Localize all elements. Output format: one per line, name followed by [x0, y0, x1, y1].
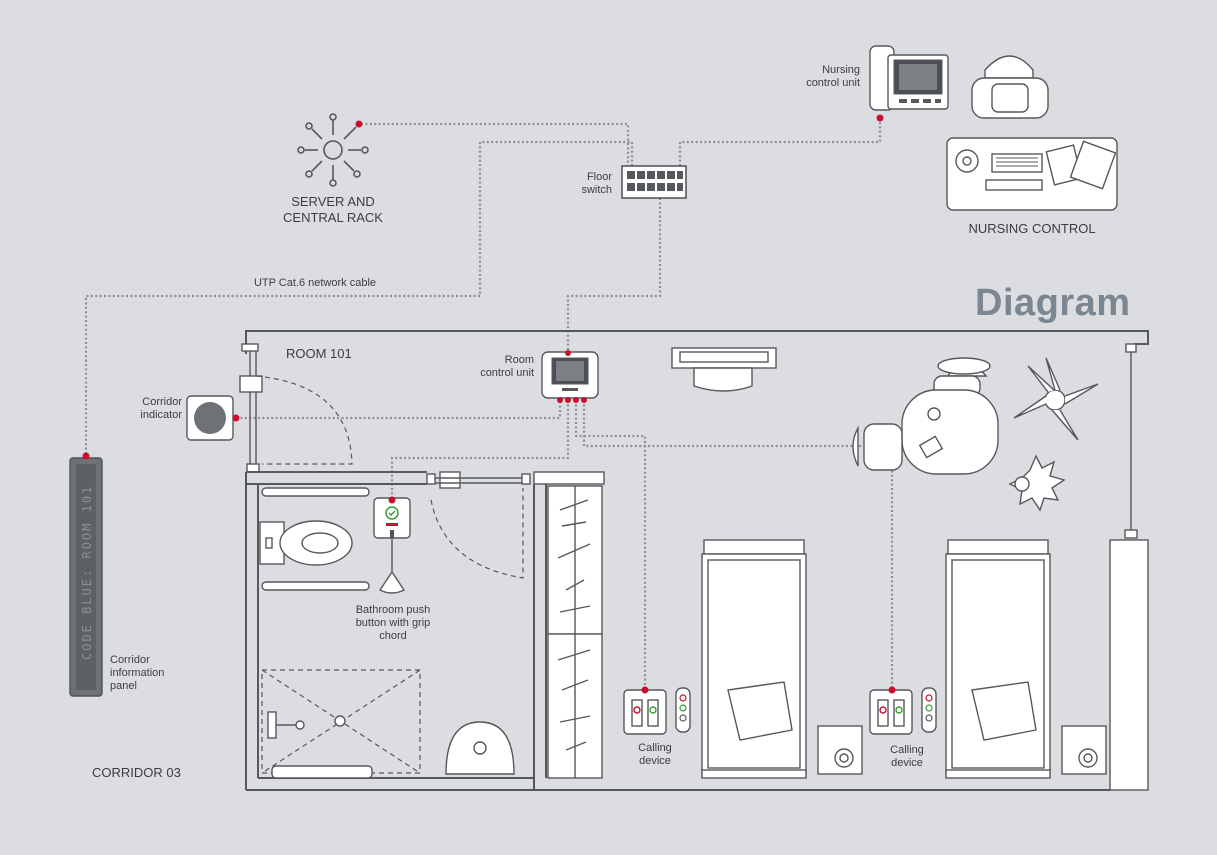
calling-device-1-icon: [623, 687, 691, 735]
corridor-information-panel-icon: [69, 457, 103, 697]
room-unit-connector-dots: [557, 350, 587, 403]
room-walls: [241, 330, 1149, 791]
corridor-panel-display-text: CODE BLUE: ROOM 101: [80, 484, 94, 660]
tv-unit-icon: [671, 347, 777, 392]
corridor-information-panel-label: Corridor information panel: [110, 654, 165, 692]
room-control-unit-icon: [541, 351, 599, 399]
bathroom-fixtures: [259, 487, 515, 779]
nursing-control-label: NURSING CONTROL: [968, 221, 1096, 236]
indicator-connector-dot: [232, 414, 240, 422]
calling-device-2-dot: [888, 686, 896, 694]
nursing-chair-icon: [971, 55, 1049, 119]
bedside-table-2-icon: [1061, 725, 1107, 775]
nursing-unit-connector-dot: [876, 114, 884, 122]
table-chairs-icon: [852, 357, 999, 475]
room-door: [239, 375, 353, 465]
panel-connector-dot: [82, 452, 90, 460]
network-cables: [84, 118, 894, 688]
bathroom-door: [426, 471, 531, 579]
calling-device-2-icon: [869, 687, 937, 735]
nursing-desk-icon: [946, 137, 1118, 211]
push-button-connector-dot: [388, 496, 396, 504]
calling-device-1-label: Calling device: [638, 742, 672, 767]
room-label: ROOM 101: [286, 346, 352, 361]
calling-device-2-label: Calling device: [890, 744, 924, 769]
nursing-control-unit-icon: [869, 45, 949, 111]
bed-2-icon: [945, 539, 1051, 779]
bed-1-icon: [701, 539, 807, 779]
cable-label: UTP Cat.6 network cable: [253, 277, 377, 289]
wardrobes: [547, 485, 603, 779]
server-connector-dot: [355, 120, 363, 128]
floor-switch-label: Floor switch: [581, 171, 612, 196]
server-label: SERVER AND CENTRAL RACK: [283, 194, 383, 225]
bathroom-push-button-label: Bathroom push button with grip chord: [355, 604, 431, 642]
diagram-title: Diagram: [975, 282, 1131, 324]
floor-switch-icon: [621, 165, 687, 199]
bathroom-push-button-icon: [373, 497, 411, 594]
corridor-indicator-icon: [186, 395, 234, 441]
plant-icons: [1008, 357, 1099, 512]
nursing-control-unit-label: Nursing control unit: [806, 64, 860, 89]
server-icon: [297, 113, 369, 187]
corridor-indicator-label: Corridor indicator: [140, 396, 182, 421]
corridor-label: CORRIDOR 03: [92, 765, 181, 780]
bedside-table-1-icon: [817, 725, 863, 775]
calling-device-1-dot: [641, 686, 649, 694]
room-control-unit-label: Room control unit: [480, 354, 534, 379]
